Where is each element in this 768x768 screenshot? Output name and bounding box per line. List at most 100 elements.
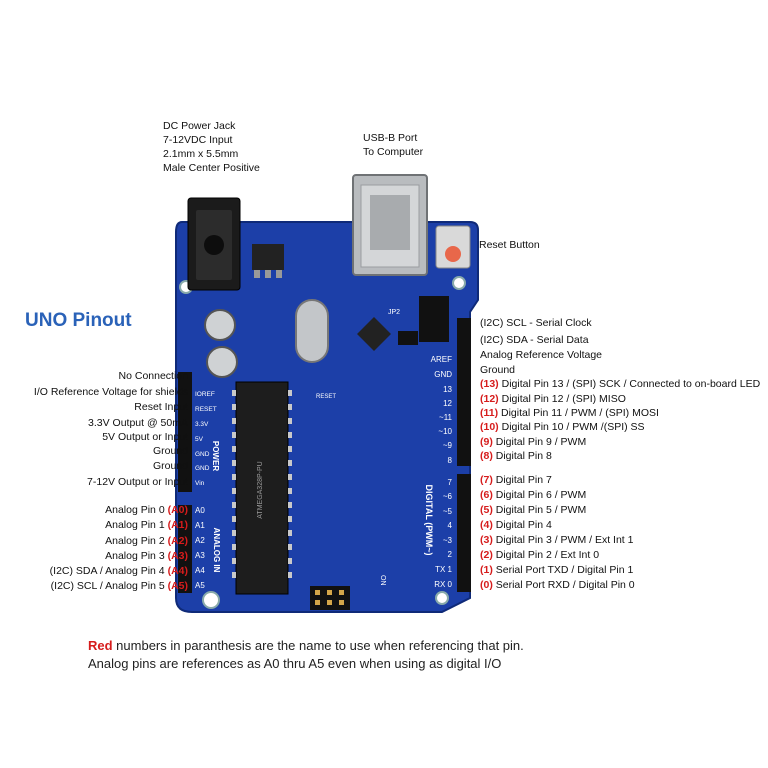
left-pin-label: Ground	[153, 460, 188, 472]
right-pin-label: (12) Digital Pin 12 / (SPI) MISO	[480, 393, 626, 405]
pin-reference: (A3)	[167, 550, 188, 562]
right-pin-label: (4) Digital Pin 4	[480, 519, 552, 531]
analog-pin-label: A4	[195, 566, 205, 575]
pin-description: Digital Pin 7	[492, 474, 552, 486]
digital-pin-label: ~6	[443, 492, 453, 501]
power-header	[178, 372, 192, 492]
pin-description: Digital Pin 8	[492, 450, 552, 462]
right-pin-label: (8) Digital Pin 8	[480, 450, 552, 462]
analog-pin-label: A0	[195, 506, 205, 515]
pin-reference: (7)	[480, 474, 493, 486]
right-pin-label: (0) Serial Port RXD / Digital Pin 0	[480, 579, 635, 591]
left-pin-label: No Connection	[119, 370, 188, 382]
digital-pin-label: ~3	[443, 536, 453, 545]
icsp-header	[398, 296, 449, 345]
pin-description: Digital Pin 12 / (SPI) MISO	[498, 393, 626, 405]
note-red-word: Red	[88, 638, 113, 653]
power-pin-label: 5V	[195, 436, 204, 443]
left-pin-label: Ground	[153, 445, 188, 457]
pin-reference: (10)	[480, 421, 499, 433]
power-label: POWER	[211, 441, 220, 471]
analog-pin-label: A3	[195, 551, 205, 560]
pin-description: Analog Reference Voltage	[480, 349, 603, 361]
pin-description: (I2C) SDA / Analog Pin 4	[49, 565, 168, 577]
analog-pin-label: A5	[195, 581, 205, 590]
pin-description: I/O Reference Voltage for shields	[33, 386, 188, 398]
pin-description: Digital Pin 6 / PWM	[492, 489, 587, 501]
digital-pin-label: 8	[448, 456, 453, 465]
pin-reference: (9)	[480, 436, 493, 448]
pin-reference: (A1)	[167, 519, 188, 531]
analog-pin-label: A2	[195, 536, 205, 545]
digital-pin-label: ~11	[439, 413, 453, 422]
pin-description: Digital Pin 3 / PWM / Ext Int 1	[492, 534, 634, 546]
right-pin-label: (13) Digital Pin 13 / (SPI) SCK / Connec…	[480, 378, 760, 390]
note-line-1: Red numbers in paranthesis are the name …	[88, 638, 524, 654]
left-pin-label: 7-12V Output or Input	[87, 476, 188, 488]
right-pin-label: (2) Digital Pin 2 / Ext Int 0	[480, 549, 599, 561]
pin-description: Digital Pin 9 / PWM	[492, 436, 587, 448]
digital-pin-label: ~5	[443, 507, 453, 516]
right-pin-label: (10) Digital Pin 10 / PWM /(SPI) SS	[480, 421, 645, 433]
board-jp2-text: JP2	[388, 309, 400, 316]
analog-header	[178, 505, 192, 593]
pin-reference: (A5)	[167, 580, 188, 592]
usb-chip	[357, 317, 391, 351]
left-pin-label: Analog Pin 3 (A3)	[105, 550, 188, 562]
pin-description: Digital Pin 4	[492, 519, 552, 531]
digital-pin-label: 12	[443, 399, 452, 408]
pin-reference: (12)	[480, 393, 499, 405]
digital-header-upper	[457, 318, 471, 466]
capacitor	[206, 346, 238, 378]
note-line-1-text: numbers in paranthesis are the name to u…	[112, 638, 524, 653]
pin-description: Analog Pin 2	[105, 535, 168, 547]
pin-reference: (3)	[480, 534, 493, 546]
pin-reference: (A4)	[167, 565, 188, 577]
right-pin-label: Analog Reference Voltage	[480, 349, 602, 361]
pin-description: (I2C) SDA - Serial Data	[480, 334, 589, 346]
right-pin-label: (3) Digital Pin 3 / PWM / Ext Int 1	[480, 534, 633, 546]
pin-description: Analog Pin 1	[105, 519, 168, 531]
pin-reference: (11)	[480, 407, 499, 419]
pin-description: Analog Pin 3	[105, 550, 168, 562]
left-pin-label: Reset Input	[134, 401, 188, 413]
pin-description: Digital Pin 2 / Ext Int 0	[492, 549, 600, 561]
mount-hole	[435, 591, 449, 605]
board-on-text: ON	[379, 575, 386, 586]
pin-description: Digital Pin 5 / PWM	[492, 504, 587, 516]
pin-reference: (A2)	[167, 535, 188, 547]
capacitor	[204, 309, 236, 341]
atmega-chip	[235, 381, 289, 595]
digital-pin-label: ~10	[438, 427, 452, 436]
power-pin-label: RESET	[195, 406, 217, 413]
pin-description: 7-12V Output or Input	[87, 476, 188, 488]
voltage-regulator	[252, 244, 284, 270]
pin-reference: (6)	[480, 489, 493, 501]
digital-upper-pin-labels: AREF GND 13 12 ~11 ~10 ~9 8	[431, 355, 453, 465]
power-pin-label: Vin	[195, 480, 205, 487]
note-line-2: Analog pins are references as A0 thru A5…	[88, 656, 502, 671]
pin-description: Digital Pin 13 / (SPI) SCK / Connected t…	[498, 378, 761, 390]
digital-pin-label: 4	[448, 521, 453, 530]
left-pin-label: (I2C) SCL / Analog Pin 5 (A5)	[51, 580, 188, 592]
pin-description: (I2C) SCL - Serial Clock	[480, 317, 592, 329]
crystal	[295, 299, 329, 363]
pin-reference: (A0)	[167, 504, 188, 516]
analog-in-label: ANALOG IN	[212, 528, 221, 573]
pin-description: (I2C) SCL / Analog Pin 5	[50, 580, 168, 592]
digital-pin-label: RX 0	[434, 580, 452, 589]
chip-text: ATMEGA328P-PU	[257, 461, 264, 518]
pin-reference: (1)	[480, 564, 493, 576]
usb-line-1: USB-B Port	[363, 132, 418, 144]
digital-pin-label: 13	[443, 385, 452, 394]
left-pin-label: 5V Output or Input	[102, 431, 188, 443]
digital-pin-label: ~9	[443, 441, 453, 450]
digital-pin-label: TX 1	[435, 565, 452, 574]
pin-description: Serial Port TXD / Digital Pin 1	[492, 564, 634, 576]
left-pin-label: Analog Pin 0 (A0)	[105, 504, 188, 516]
right-pin-label: (1) Serial Port TXD / Digital Pin 1	[480, 564, 633, 576]
bottom-icsp	[310, 586, 350, 610]
right-pin-label: (6) Digital Pin 6 / PWM	[480, 489, 586, 501]
left-pin-label: (I2C) SDA / Analog Pin 4 (A4)	[50, 565, 188, 577]
